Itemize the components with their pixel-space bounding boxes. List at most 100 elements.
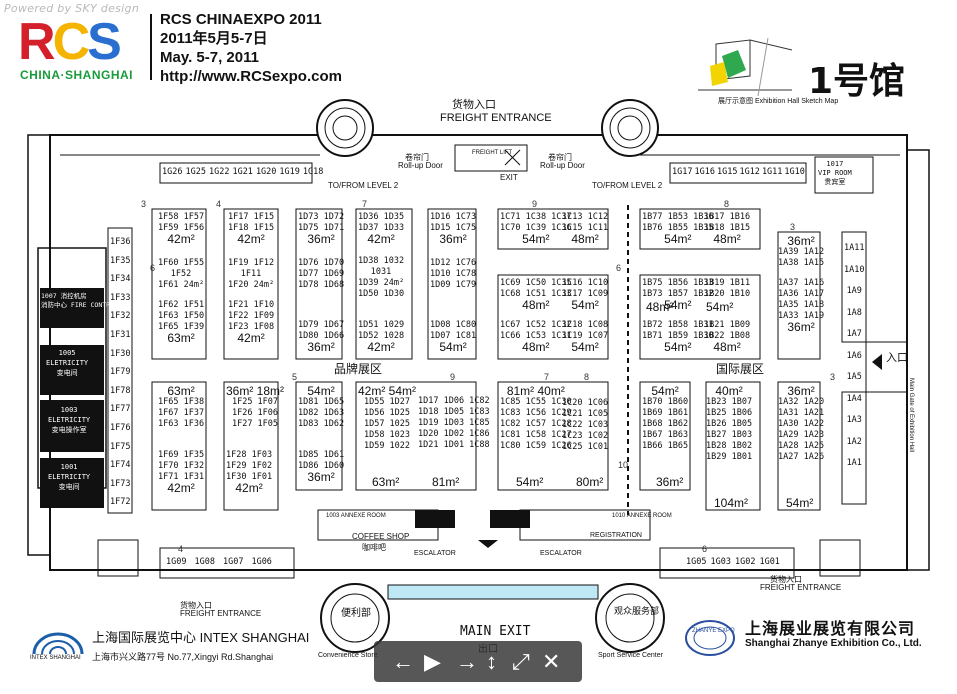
prev-arrow-icon[interactable]: ← [392,649,414,674]
booth-code-line: 1F61 24m² [158,280,205,290]
booth-area: 36m² [787,320,815,334]
booth-code-line: 1C66 1C53 1C31 [500,331,572,341]
rollup-door-left-cn: 卷帘门 [405,153,429,162]
booth-code-line: 1B23 1B07 [706,397,753,407]
booth-code-line: 1C83 1C56 1C29 [500,408,572,418]
booth-code: 1F74 [110,460,131,471]
booth-code-line: 1B28 1B02 [706,441,753,451]
booth-code-line: 1C71 1C38 1C37 [500,212,572,222]
booth-code-line: 1B77 1B53 1B36 [642,212,714,222]
close-icon[interactable]: ✕ [542,649,561,674]
booth-code-line: 1D86 1D60 [298,461,345,471]
booth-code: 1A7 [846,329,862,339]
zhanye-logo-mark [685,620,735,656]
booth-code: 1F78 [110,385,131,396]
booth-code-line: 1B17 1B16 [704,212,751,222]
booth-code-line: 1D76 1D70 [298,258,345,268]
booth-area: 63m² [167,331,195,345]
rollup-door-right-cn: 卷帘门 [548,153,572,162]
booth-code-line: 1D21 1D01 1C88 [418,440,490,450]
booth-code-line: 1A39 1A12 [778,247,825,257]
booth-code-line: 1D37 1D33 [358,223,405,233]
corridor-number: 7 [544,372,550,382]
booth-area-b36_bottom: 63m² [372,475,400,489]
booth-area: 54m² [571,340,599,354]
booth-area: 36m² [787,384,815,398]
booth-code-line: 1F58 1F57 [158,212,205,222]
annexe-room-right: 1010 ANNEXE ROOM [612,513,672,519]
booth-code-line: 1D19 1D03 1C85 [418,418,490,428]
booth-code: 1A11 [844,243,865,253]
booth-area: 42m² [167,481,195,495]
booth-code: 1F79 [110,367,131,378]
booth-code: 1F30 [110,348,131,359]
freight-bottom-left-en: FREIGHT ENTRANCE [180,609,262,618]
booth-code: 1G10 [784,167,805,177]
booth-code-line: 1C70 1C39 1C36 [500,223,572,233]
corridor-number: 6 [616,263,622,273]
booth-code-line: 1D52 1028 [358,331,405,341]
coffee-shop-en: COFFEE SHOP [352,532,410,541]
booth-code-line: 1D07 1C81 [430,331,477,341]
booth-area: 36m² [439,232,467,246]
booth-code-line: 1D80 1D66 [298,331,345,341]
booth-code: 1G21 [232,167,253,177]
registration-label: REGISTRATION [590,532,642,539]
booth-area: 54m² [522,232,550,246]
corridor-number: 6 [150,263,156,273]
booth-code-line: 1F59 1F56 [158,223,205,233]
booth-code-line: 1A31 1A21 [778,408,825,418]
booth-code-line: 1D77 1D69 [298,269,345,279]
booth-code-line: 1B26 1B05 [706,419,753,429]
freight-entrance-cn: 货物入口 [452,99,496,111]
booth-area: 81m² 40m² [506,384,565,398]
booth-code: 1G16 [694,167,715,177]
fit-screen-icon[interactable]: ⤢ [512,649,530,674]
booth-code-line: 1A38 1A15 [778,258,825,268]
booth-area: 36m² 18m² [226,384,285,398]
corridor-number: 7 [362,199,368,209]
booth-code-line: 1B19 1B11 [704,278,751,288]
booth-code-line: 1F63 1F50 [158,311,205,321]
booth-code-line: 1F60 1F55 [158,258,205,268]
booth-code-line: 1C69 1C50 1C35 [500,278,572,288]
booth-code-line: 1F62 1F51 [158,300,205,310]
next-arrow-icon[interactable]: → [456,649,478,674]
booth-code-line: 1A32 1A20 [778,397,825,407]
escalator-left: ESCALATOR [414,550,456,557]
booth-code-line: 1A30 1A22 [778,419,825,429]
booth-code: 1G26 [162,167,183,177]
play-icon[interactable]: ▶ [424,649,441,674]
booth-code-line: 1D12 1C76 [430,258,477,268]
zoom-icon[interactable]: ↕ [486,649,497,674]
booth-code-line: 1F18 1F15 [228,223,275,233]
hall-title: 1号馆 [808,61,906,102]
booth-code-line: 1A27 1A26 [778,452,825,462]
to-from-level2-left: TO/FROM LEVEL 2 [328,181,399,190]
booth-code-line: 1A33 1A19 [778,311,825,321]
brand-zone-label: 品牌展区 [334,362,383,376]
booth-area-b38_bottom: 54m² [516,475,544,489]
rollup-door-right-en: Roll-up Door [540,161,585,170]
corridor-number: 8 [724,199,730,209]
booth-code: 1G11 [761,167,783,177]
booth-area-b37_bottom: 81m² [432,475,460,489]
corridor-number: 10 [618,460,629,470]
entrance-en: Main Gate of Exhibition Hall [908,378,914,453]
hall-sketch-map [698,37,793,97]
